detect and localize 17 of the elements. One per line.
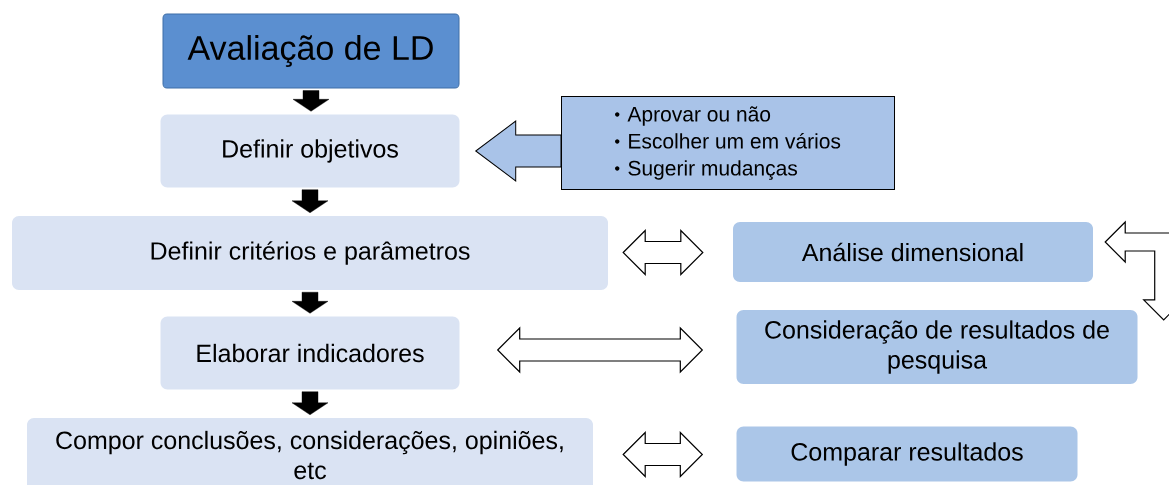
block-arrow — [475, 120, 562, 182]
double-arrow — [622, 229, 704, 276]
process-box: Definir critérios e parâmetros — [12, 216, 608, 290]
block-arrow — [291, 189, 329, 213]
method-box: Análise dimensional — [733, 222, 1093, 282]
method-box: Consideração de resultados de pesquisa — [736, 310, 1138, 384]
title-box: Avaliação de LD — [162, 13, 460, 89]
bullet-list-box: Aprovar ou não Escolher um em vários Sugerir mudanças — [561, 96, 895, 190]
process-box: Compor conclusões, considerações, opiniões, etc — [27, 418, 593, 485]
block-arrow — [292, 90, 330, 112]
double-arrow — [622, 431, 704, 478]
process-box: Elaborar indicadores — [160, 316, 460, 390]
method-box: Comparar resultados — [736, 426, 1078, 482]
block-arrow — [291, 292, 329, 314]
block-arrow — [291, 391, 329, 415]
bent-double-arrow — [1104, 220, 1169, 321]
process-box: Definir objetivos — [160, 114, 460, 188]
